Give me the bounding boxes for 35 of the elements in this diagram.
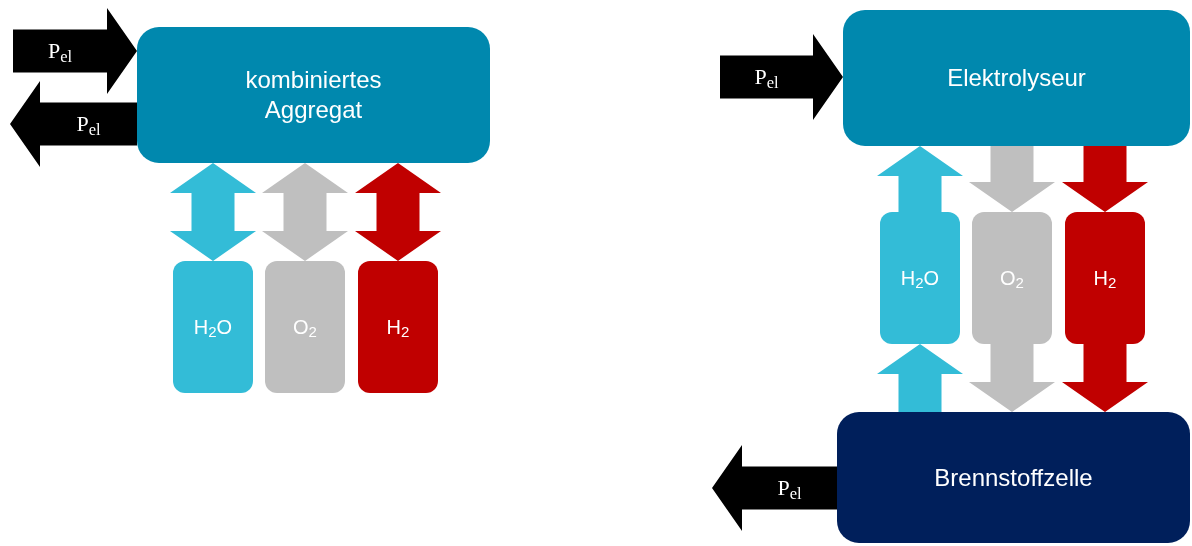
node-label: Brennstoffzelle xyxy=(934,462,1093,493)
node-label: Elektrolyseur xyxy=(947,63,1086,93)
node-label: O$_{2}$ xyxy=(293,314,317,340)
process-box xyxy=(837,412,1190,543)
edge-label: P$_{el}$ xyxy=(47,40,73,62)
block-arrow xyxy=(1062,344,1148,412)
substance-box xyxy=(972,212,1052,344)
block-arrow xyxy=(1062,146,1148,212)
block-arrow xyxy=(355,163,441,261)
node-label: H$_{2}$O xyxy=(900,265,940,291)
substance-box xyxy=(173,261,253,393)
node-label: H$_{2}$ xyxy=(1093,265,1117,291)
block-arrow xyxy=(877,146,963,212)
process-box xyxy=(137,27,490,163)
process-box xyxy=(843,10,1190,146)
substance-box xyxy=(1065,212,1145,344)
node-label: H$_{2}$O xyxy=(193,314,233,340)
block-arrow xyxy=(170,163,256,261)
substance-box xyxy=(358,261,438,393)
node-label: H$_{2}$ xyxy=(386,314,410,340)
edge-label: P$_{el}$ xyxy=(777,477,802,499)
substance-box xyxy=(265,261,345,393)
block-arrow xyxy=(969,146,1055,212)
node-label: kombiniertes Aggregat xyxy=(244,65,383,125)
block-arrow xyxy=(10,81,137,167)
block-arrow xyxy=(877,344,963,412)
block-arrow xyxy=(712,445,837,531)
node-label: O$_{2}$ xyxy=(1000,265,1024,291)
block-arrow xyxy=(969,344,1055,412)
block-arrow xyxy=(262,163,348,261)
edge-label: P$_{el}$ xyxy=(754,66,779,88)
block-arrow xyxy=(720,34,843,120)
block-arrow xyxy=(13,8,137,94)
substance-box xyxy=(880,212,960,344)
edge-label: P$_{el}$ xyxy=(76,113,101,135)
